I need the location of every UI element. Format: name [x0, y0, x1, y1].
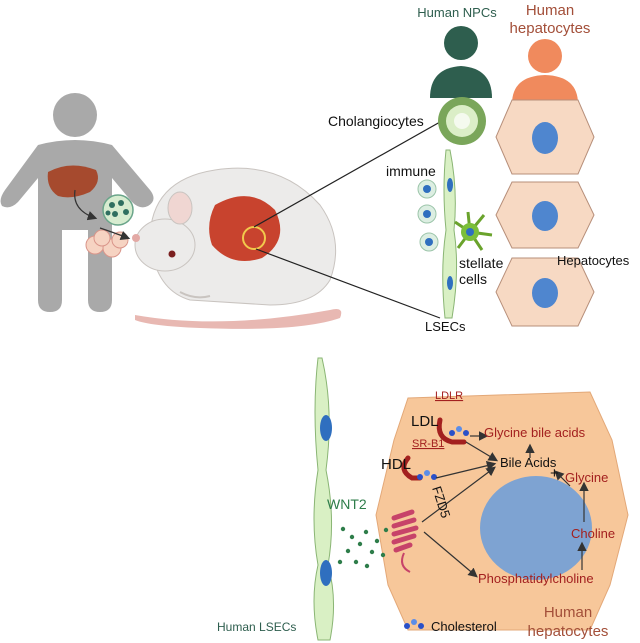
cholangiocytes-label: Cholangiocytes	[328, 113, 424, 129]
hepatocyte-cells-icon	[495, 99, 595, 327]
phosphatidylcholine-label: Phosphatidylcholine	[478, 571, 594, 586]
mouse-icon	[132, 167, 342, 329]
immune-label: immune	[386, 163, 436, 179]
ldlr-label: LDLR	[435, 390, 463, 402]
human-hepatocytes-top-line2: hepatocytes	[510, 20, 591, 37]
lsec-column-icon	[442, 149, 458, 319]
fzd5-receptor-icon	[391, 509, 419, 573]
lsecs-label: LSECs	[425, 319, 466, 334]
glycine-label: Glycine	[565, 470, 608, 485]
hdl-label: HDL	[381, 456, 411, 473]
choline-label: Choline	[571, 526, 615, 541]
zoom-line-top	[253, 121, 441, 228]
human-hepatocytes-bottom-line2: hepatocytes	[528, 623, 609, 640]
cell-cluster-icon	[85, 194, 134, 258]
human-hepatocytes-top-line1: Human	[526, 2, 574, 19]
ldlr-receptor-icon	[436, 417, 467, 445]
wnt2-dots-icon	[337, 526, 389, 569]
glycine-bile-acids-label: Glycine bile acids	[484, 425, 586, 440]
pathway-arrows	[421, 431, 589, 578]
human-hepatocyte-person-icon	[512, 39, 578, 104]
cholangiocyte-ring-icon	[438, 97, 486, 145]
zoom-line-bottom	[255, 248, 441, 319]
cholesterol-legend-label: Cholesterol	[431, 619, 497, 634]
human-npc-person-icon	[430, 26, 492, 98]
human-liver-icon	[47, 165, 98, 198]
ldl-label: LDL	[411, 413, 439, 430]
plus-sign: +	[550, 465, 559, 482]
human-lsecs-column-icon	[313, 357, 335, 641]
human-hepatocytes-bottom-line1: Human	[544, 604, 592, 621]
stellate-label-line2: cells	[459, 271, 487, 287]
stellate-cell-icon	[454, 211, 493, 251]
cholesterol-molecules-icon	[417, 426, 469, 480]
human-npcs-label: Human NPCs	[417, 5, 497, 20]
srb1-label: SR-B1	[412, 438, 444, 450]
cholesterol-legend-icon	[404, 619, 424, 629]
hepatocytes-label: Hepatocytes	[557, 253, 630, 268]
immune-cells-icon	[417, 179, 439, 252]
hepatocyte-large-cell-icon	[375, 391, 629, 631]
wnt2-label: WNT2	[327, 496, 367, 512]
human-figure-icon	[0, 93, 154, 312]
human-lsecs-label: Human LSECs	[217, 620, 296, 634]
bile-acids-label: Bile Acids	[500, 455, 557, 470]
stellate-label-line1: stellate	[459, 255, 504, 271]
srb1-receptor-icon	[401, 455, 423, 481]
